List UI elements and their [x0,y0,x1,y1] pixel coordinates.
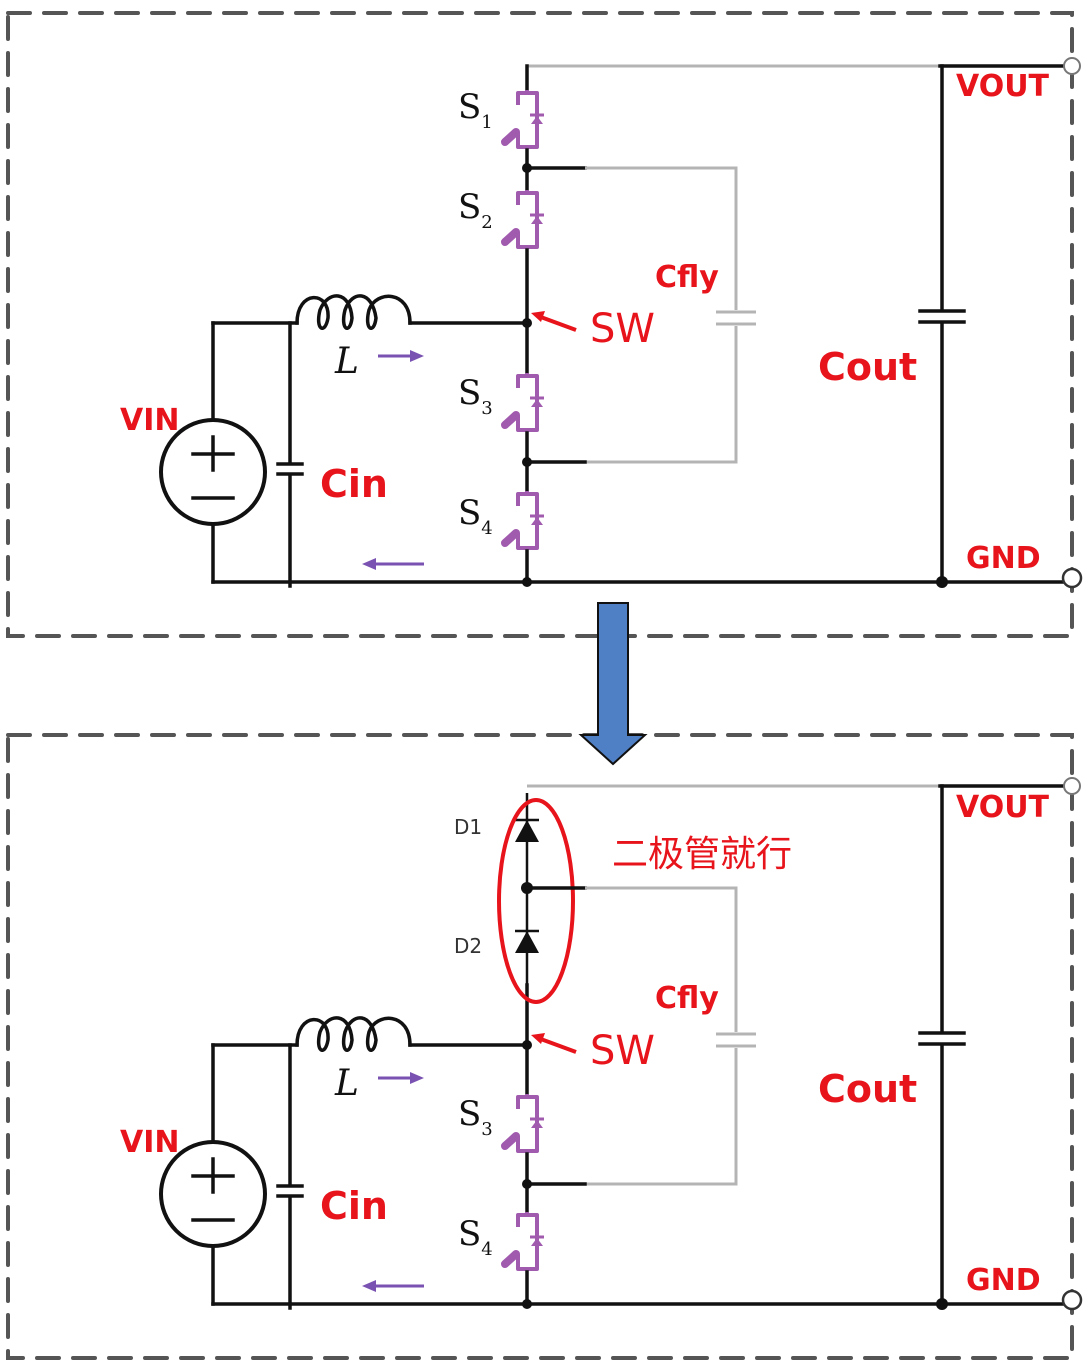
top-cfly-label: Cfly [655,260,719,295]
bottom-gnd-label: GND [966,1263,1041,1298]
top-vout-label: VOUT [956,69,1050,104]
top-circuit: VOUT GND VIN Cin Cfly Cout SW L S1 S2 S3… [6,11,1083,638]
bottom-circuit: VOUT GND VIN Cin Cfly Cout SW L 二极管就行 D1… [6,733,1083,1360]
bottom-vin-label: VIN [120,1125,180,1160]
top-switch-s4-icon [505,491,544,548]
bottom-switch-s4-icon [505,1212,544,1269]
diode-highlight-ellipse [497,798,575,1004]
diode-d1-icon [515,820,539,842]
top-cout-label: Cout [818,345,917,389]
top-vin-label: VIN [120,403,180,438]
bottom-s4-label: S4 [458,1214,493,1260]
diode-d2-label: D2 [454,934,482,958]
diode-d2-icon [515,931,539,953]
top-vout-terminal [1063,57,1081,75]
top-sw-pointer-arrow [531,311,545,322]
bottom-sw-pointer-arrow [531,1033,545,1044]
top-s4-label: S4 [458,493,493,539]
top-sw-label: SW [590,306,655,352]
diode-d1-label: D1 [454,815,482,839]
top-switch-s3-icon [505,373,544,430]
bottom-dashed-border [6,733,1074,1360]
top-s3-label: S3 [458,373,493,419]
bottom-s3-label: S3 [458,1094,493,1140]
top-gnd-terminal [1061,567,1083,589]
bottom-cin-label: Cin [320,1184,388,1228]
top-dashed-border [6,11,1074,638]
bottom-vout-label: VOUT [956,790,1050,825]
bottom-sw-label: SW [590,1028,655,1074]
top-gnd-label: GND [966,541,1041,576]
top-s2-label: S2 [458,187,493,233]
bottom-cfly-label: Cfly [655,981,719,1016]
bottom-gnd-terminal [1061,1289,1083,1311]
bottom-inductor-label: L [334,1063,359,1104]
bottom-vout-terminal [1063,777,1081,795]
top-inductor-label: L [334,341,359,382]
transition-down-arrow-icon [578,602,648,766]
bottom-inductor-icon [295,1016,412,1052]
diode-annotation-text: 二极管就行 [612,834,792,875]
top-s1-label: S1 [458,87,493,133]
bottom-switch-s3-icon [505,1094,544,1151]
bottom-cout-label: Cout [818,1067,917,1111]
top-switch-s2-icon [505,190,544,247]
top-inductor-icon [295,294,412,330]
top-switch-s1-icon [505,90,544,147]
top-cin-label: Cin [320,462,388,506]
